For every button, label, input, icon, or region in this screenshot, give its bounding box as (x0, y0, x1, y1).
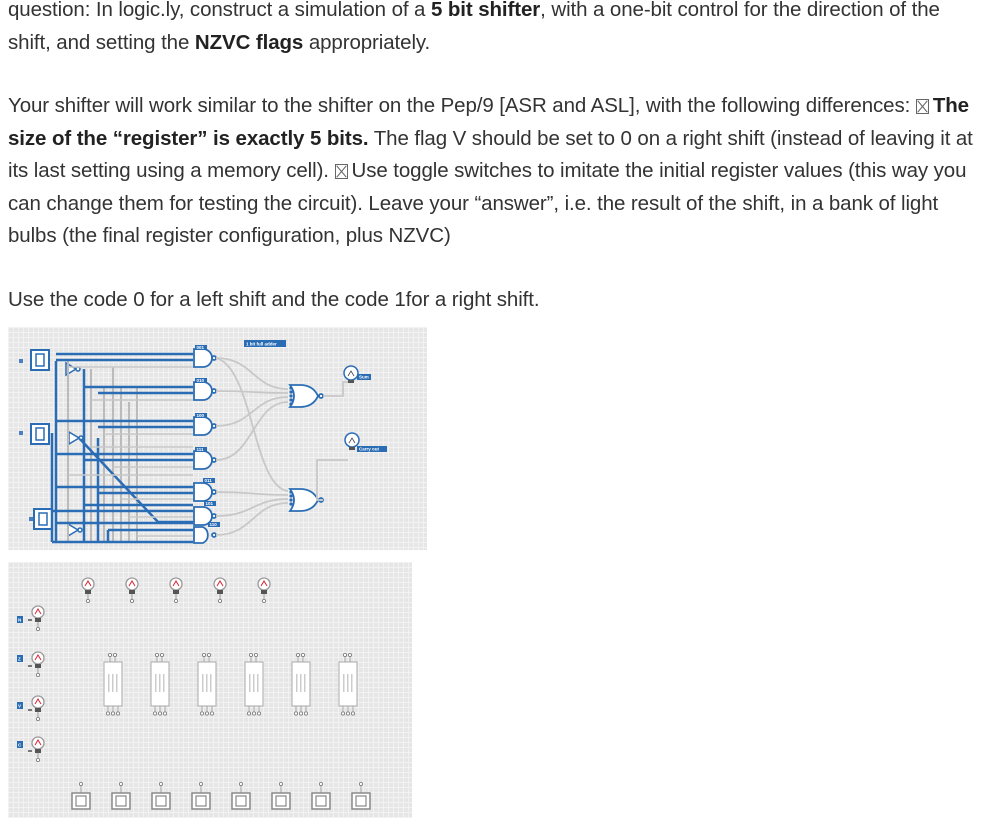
or-gates (288, 384, 324, 512)
svg-text:001: 001 (197, 345, 205, 350)
missing-glyph-icon (915, 99, 929, 114)
flag-bulb-c (31, 736, 45, 762)
svg-text:Sum: Sum (359, 375, 369, 380)
full-adder-block (291, 653, 311, 716)
shifter-circuit-image: N Z V C (8, 562, 412, 818)
and-gates: 001 010 100 111 011 101 110 (193, 345, 220, 544)
svg-text:111: 111 (197, 447, 205, 452)
svg-text:Carry out: Carry out (359, 447, 380, 452)
flag-bulb-n (31, 605, 45, 632)
input-toggle-switch[interactable] (191, 781, 211, 810)
input-toggle-switch[interactable] (111, 781, 131, 810)
sum-bulb: Sum (343, 365, 371, 383)
svg-text:Z: Z (18, 657, 21, 662)
result-bulb (213, 577, 227, 604)
svg-text:C: C (18, 743, 22, 748)
flag-bulb-z (31, 651, 45, 678)
svg-text:011: 011 (205, 478, 213, 483)
input-switch-b[interactable] (19, 423, 50, 445)
flag-bulbs: N Z V C (17, 616, 23, 748)
full-adder-block (197, 653, 217, 716)
missing-glyph-icon (334, 164, 348, 179)
input-toggle-switch[interactable] (271, 781, 291, 810)
question-text: question: In logic.ly, construct a simul… (8, 0, 940, 54)
input-toggle-switch[interactable] (351, 781, 371, 810)
result-bulb (257, 577, 271, 604)
requirements-text: Your shifter will work similar to the sh… (8, 94, 973, 247)
input-switch-cin[interactable] (29, 508, 53, 530)
adder-title: 1 bit full adder (246, 342, 277, 347)
full-adder-block (244, 653, 264, 716)
svg-text:N: N (18, 618, 21, 623)
full-adder-circuit-image: 1 bit full adder (8, 327, 427, 550)
result-bulb (169, 577, 183, 604)
svg-text:100: 100 (197, 413, 205, 418)
full-adder-block (150, 653, 170, 716)
input-toggle-switch[interactable] (311, 781, 331, 810)
input-switch-a[interactable] (19, 349, 50, 371)
result-bulb (81, 577, 95, 604)
code-note: Use the code 0 for a left shift and the … (8, 288, 540, 311)
flag-bulb-v (31, 695, 45, 721)
svg-text:101: 101 (206, 501, 214, 506)
input-toggle-switch[interactable] (71, 781, 91, 810)
svg-text:010: 010 (197, 378, 205, 383)
full-adder-block (338, 653, 358, 716)
result-bulb (125, 577, 139, 604)
carry-out-bulb: Carry out (344, 432, 387, 452)
svg-text:V: V (18, 704, 21, 709)
full-adder-block (103, 653, 123, 716)
input-toggle-switch[interactable] (151, 781, 171, 810)
svg-text:110: 110 (210, 522, 218, 527)
input-toggle-switch[interactable] (231, 781, 251, 810)
